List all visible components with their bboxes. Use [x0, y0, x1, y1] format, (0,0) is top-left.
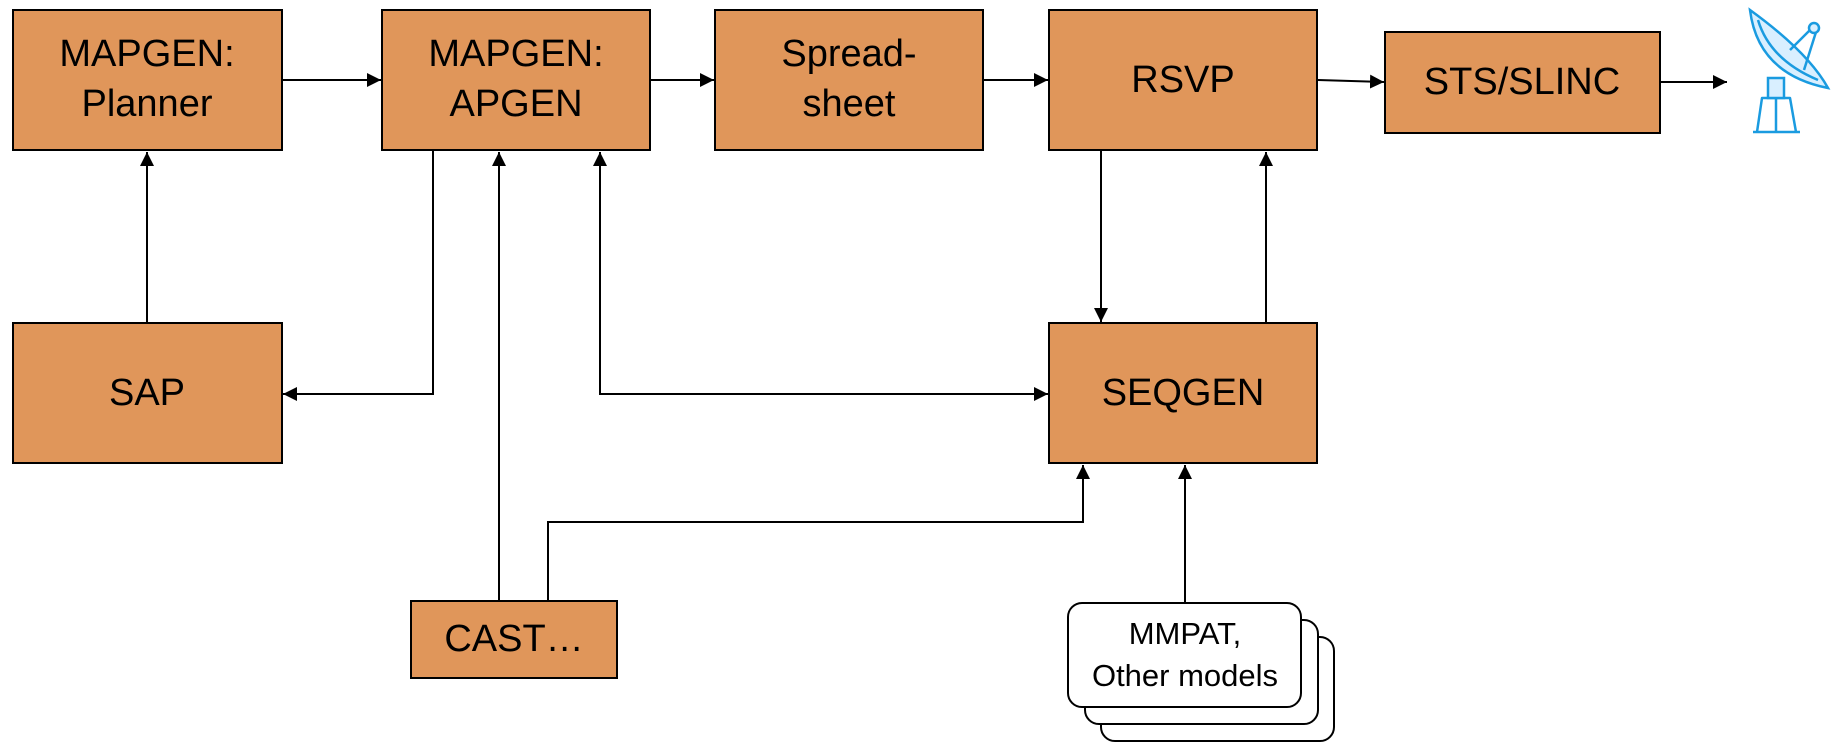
- node-rsvp[interactable]: RSVP: [1048, 9, 1318, 151]
- connectors: [140, 73, 1727, 602]
- node-sts-slinc-label: STS/SLINC: [1424, 61, 1620, 103]
- node-seqgen-label: SEQGEN: [1102, 372, 1265, 414]
- satellite-dish-icon: [1748, 7, 1831, 134]
- edge-apgen-to-sap: [283, 151, 434, 401]
- node-sap[interactable]: SAP: [12, 322, 283, 464]
- node-seqgen[interactable]: SEQGEN: [1048, 322, 1318, 464]
- node-models-line2: Other models: [1092, 658, 1278, 693]
- node-spreadsheet-line2: sheet: [803, 83, 896, 125]
- node-mapgen-planner-line2: Planner: [82, 83, 213, 125]
- node-mapgen-apgen-line2: APGEN: [449, 83, 582, 125]
- node-spreadsheet[interactable]: Spread- sheet: [714, 9, 984, 151]
- node-mapgen-planner-line1: MAPGEN:: [59, 33, 234, 75]
- node-cast[interactable]: CAST…: [410, 600, 618, 679]
- models-stack-front-sheet: [1067, 602, 1302, 708]
- node-mapgen-apgen-line1: MAPGEN:: [428, 33, 603, 75]
- node-rsvp-label: RSVP: [1131, 59, 1234, 101]
- node-mapgen-planner[interactable]: MAPGEN: Planner: [12, 9, 283, 151]
- node-models-stack[interactable]: MMPAT, Other models: [1067, 602, 1335, 742]
- edge-apgen-seqgen-bidirectional: [593, 152, 1048, 401]
- node-sap-label: SAP: [109, 372, 185, 414]
- node-sts-slinc[interactable]: STS/SLINC: [1384, 31, 1661, 134]
- node-spreadsheet-line1: Spread-: [781, 33, 916, 75]
- node-models-line1: MMPAT,: [1129, 616, 1242, 651]
- edge-rsvp-to-sts: [1317, 74, 1385, 89]
- edge-cast-to-seqgen: [547, 465, 1090, 600]
- node-cast-label: CAST…: [444, 618, 583, 660]
- node-mapgen-apgen[interactable]: MAPGEN: APGEN: [381, 9, 651, 151]
